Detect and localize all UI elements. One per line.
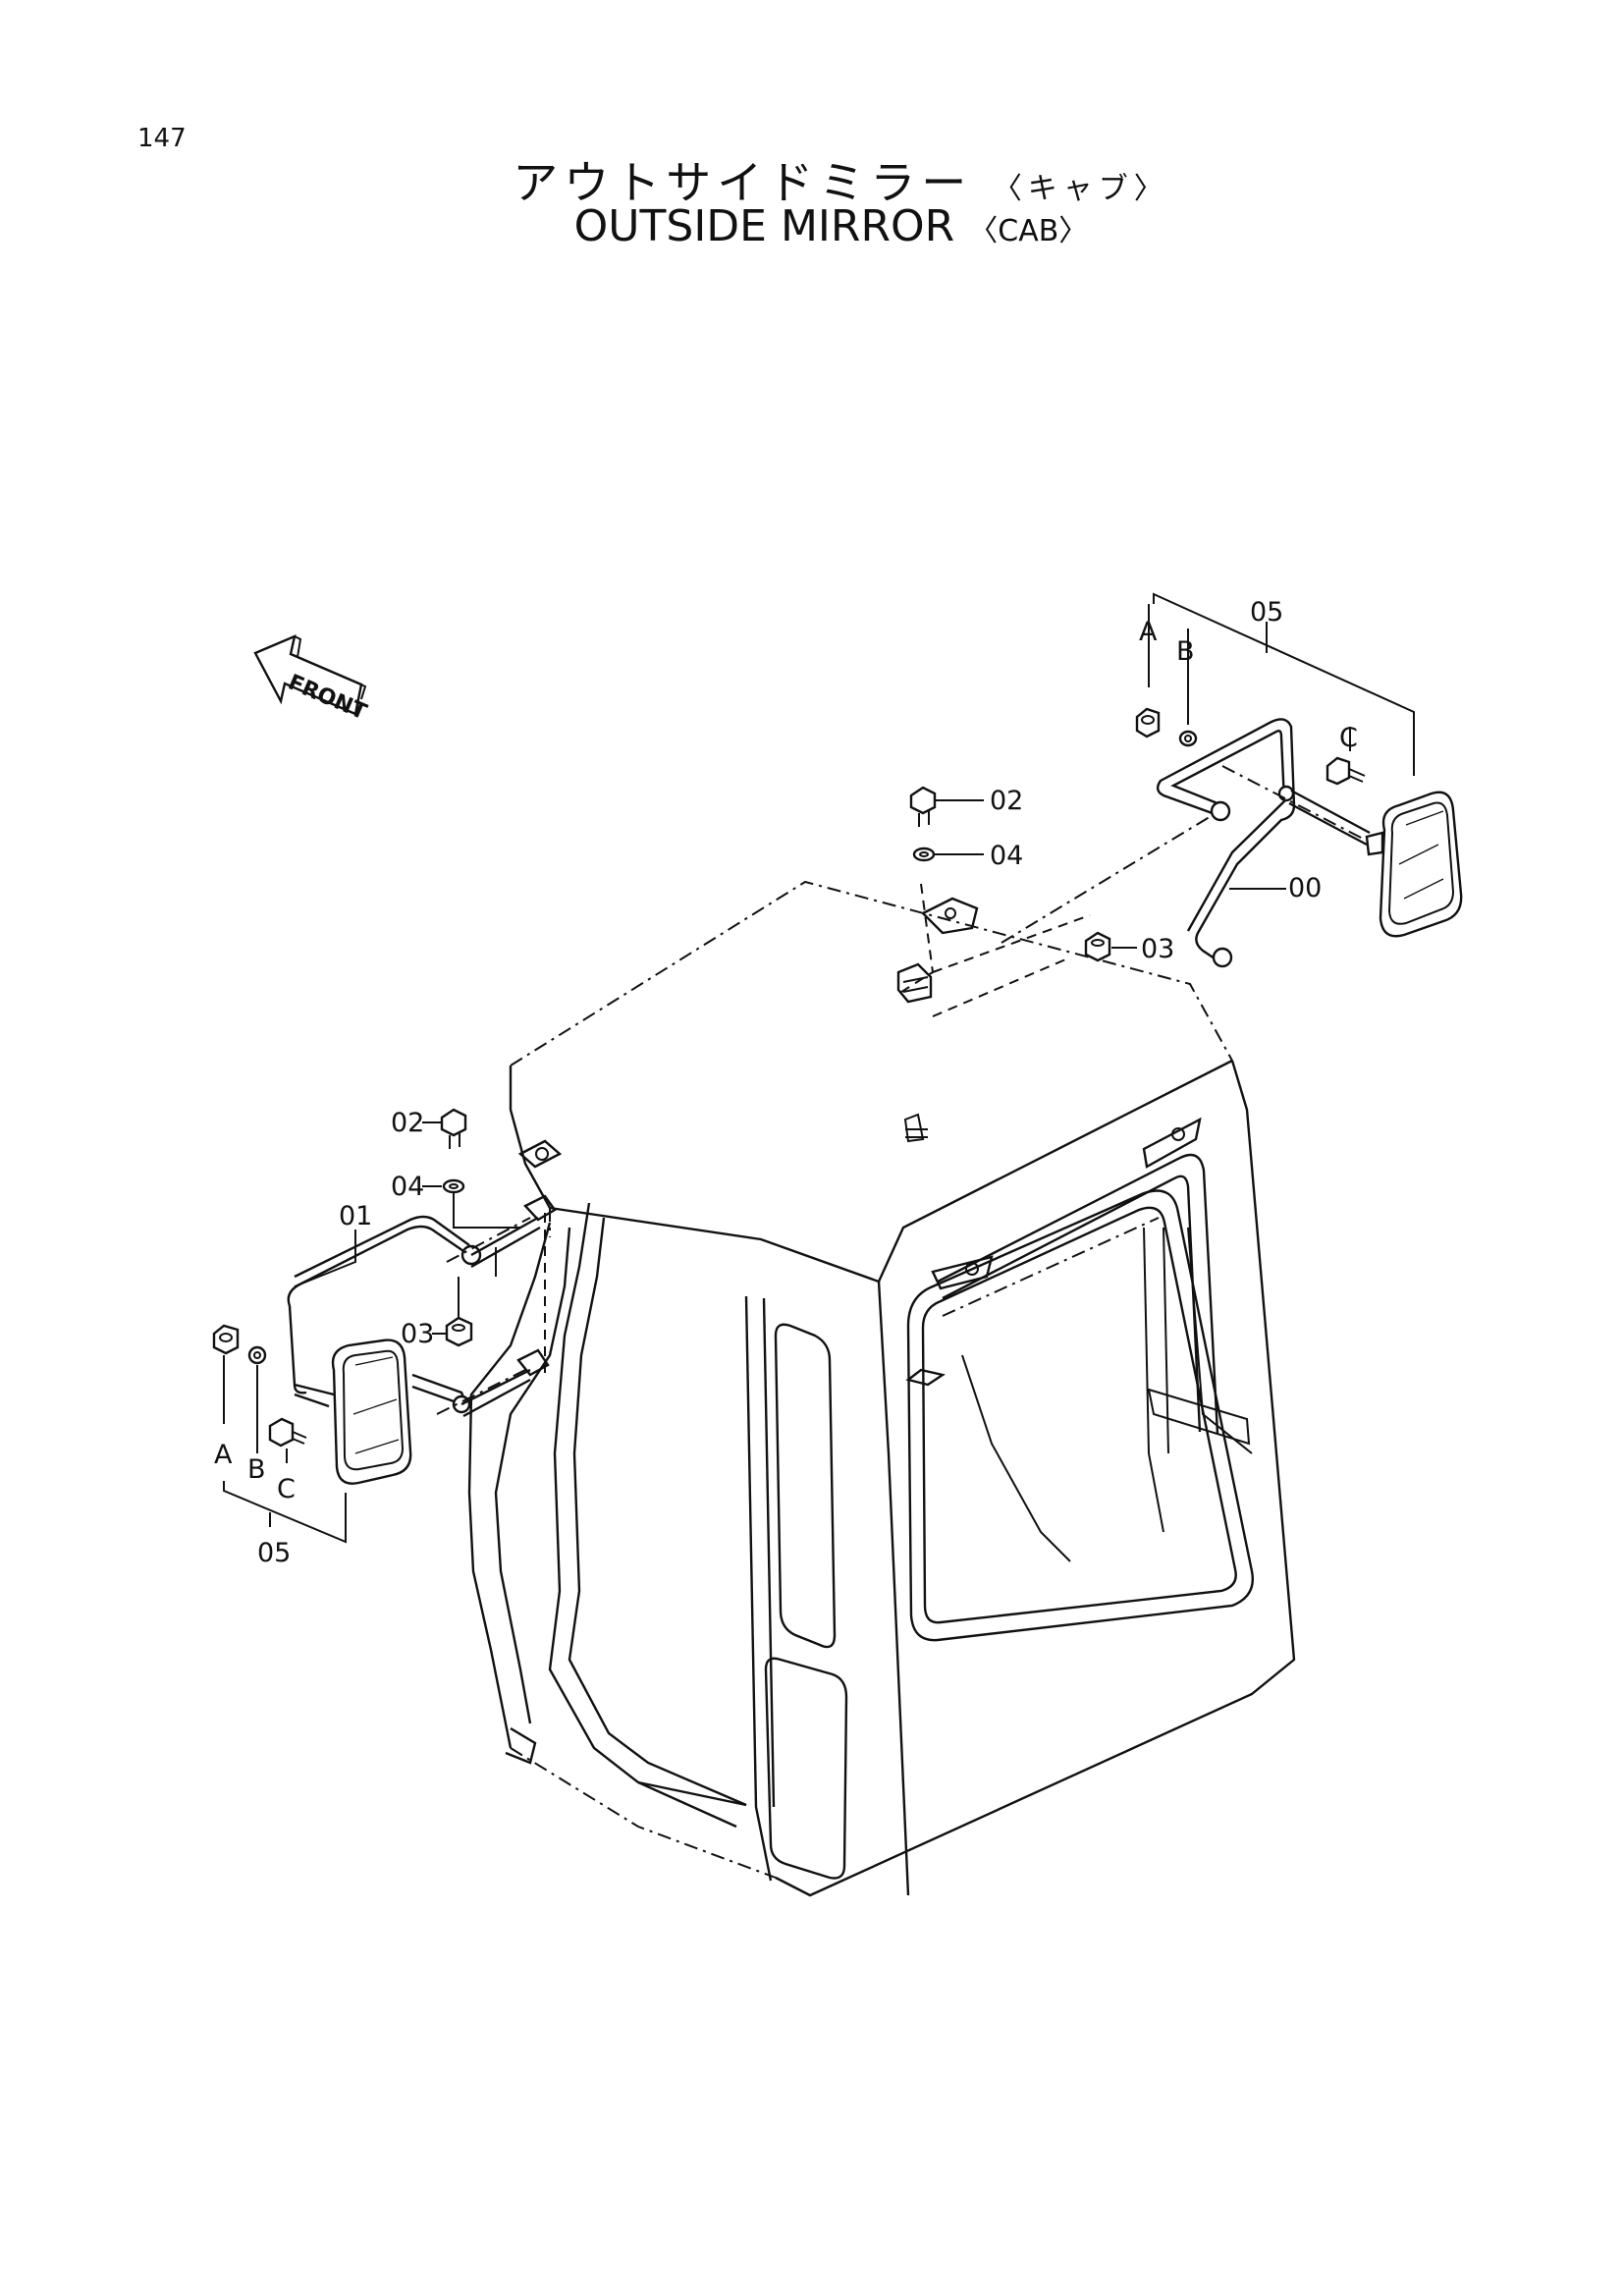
title-english-main: OUTSIDE MIRROR: [573, 201, 955, 251]
title-japanese: アウトサイドミラー 〈キャブ〉: [0, 147, 1623, 212]
callout-bolt-left: 02: [391, 1108, 424, 1138]
callout-left-a: A: [214, 1440, 233, 1470]
callout-right-a: A: [1139, 617, 1158, 647]
left-part-a-nut: [212, 1324, 240, 1355]
callout-nut-left: 03: [401, 1319, 434, 1349]
title-japanese-main: アウトサイドミラー: [513, 156, 973, 209]
cab-body: [467, 880, 1296, 1897]
bolt-02-left: [440, 1108, 467, 1149]
callout-left-c: C: [277, 1474, 296, 1504]
callout-left-b: B: [247, 1454, 266, 1485]
washer-04-left: [442, 1178, 465, 1194]
callout-right-c: C: [1339, 723, 1358, 753]
left-part-b-washer: [247, 1345, 267, 1365]
top-bracket: [896, 814, 1214, 1017]
right-part-a-nut: [1135, 707, 1161, 738]
callout-right-b: B: [1176, 636, 1195, 667]
callout-right-assy: 05: [1250, 597, 1283, 628]
callout-stay-left: 01: [339, 1201, 372, 1231]
washer-04-top: [912, 847, 936, 862]
left-mirror-assembly: [212, 1108, 557, 1544]
left-part-c-bolt: [268, 1417, 307, 1448]
callout-stay-right: 00: [1288, 873, 1322, 903]
nut-03-top: [1084, 931, 1111, 962]
callout-washer-left: 04: [391, 1172, 424, 1202]
front-arrow: FRONT: [253, 633, 370, 725]
callout-washer-top: 04: [990, 841, 1023, 871]
right-part-c-bolt: [1325, 756, 1366, 786]
callout-left-assy: 05: [257, 1538, 291, 1568]
right-part-b-washer: [1178, 730, 1198, 747]
callout-bolt-top: 02: [990, 786, 1023, 816]
right-mirror-assembly: [1135, 592, 1463, 968]
title-english-sub: 〈CAB〉: [968, 214, 1089, 248]
title-english: OUTSIDE MIRROR 〈CAB〉: [0, 201, 1623, 251]
callout-nut-top: 03: [1141, 934, 1174, 964]
page-number: 147: [137, 124, 187, 153]
bolt-02-top: [909, 786, 937, 827]
nut-03-left: [445, 1316, 473, 1347]
title-japanese-sub: 〈キャブ〉: [992, 172, 1169, 206]
top-fasteners: [909, 786, 1137, 962]
